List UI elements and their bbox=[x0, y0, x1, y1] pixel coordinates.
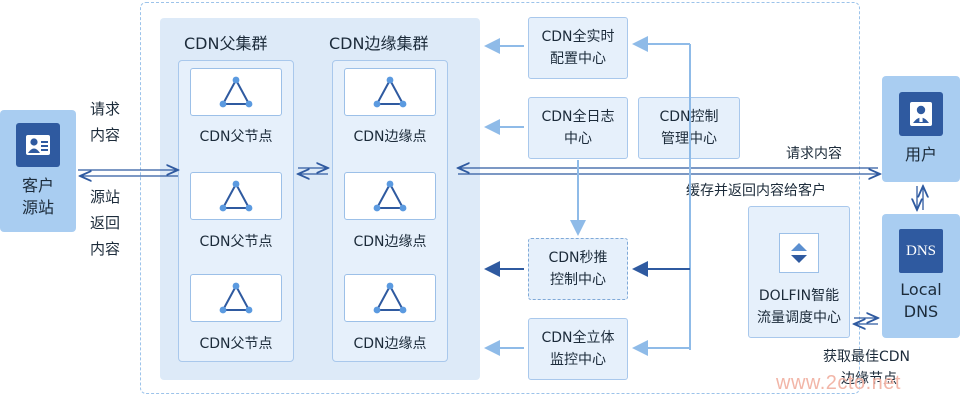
parent-node-2-icon bbox=[190, 172, 282, 220]
control-management-line1: CDN控制 bbox=[659, 109, 719, 125]
parent-node-1-icon bbox=[190, 68, 282, 116]
triangle-network-icon bbox=[373, 282, 407, 314]
second-push-line1: CDN秒推 bbox=[548, 250, 608, 266]
triangle-network-icon bbox=[373, 76, 407, 108]
edge-node-1-icon bbox=[344, 68, 436, 116]
request-left-line2: 内容 bbox=[90, 126, 121, 144]
return-left-line3: 内容 bbox=[90, 240, 121, 258]
parent-node-2-label: CDN父节点 bbox=[199, 234, 273, 250]
edge-node-2-label: CDN边缘点 bbox=[353, 234, 427, 250]
second-push-line2: 控制中心 bbox=[550, 272, 606, 288]
request-left-line1: 请求 bbox=[90, 100, 121, 118]
edge-node-1-label: CDN边缘点 bbox=[353, 129, 427, 145]
triangle-network-icon bbox=[219, 282, 253, 314]
edge-node-3-icon bbox=[344, 274, 436, 322]
server-card-icon bbox=[16, 123, 60, 167]
stereo-monitor-line1: CDN全立体 bbox=[541, 330, 615, 346]
local-dns-line1: Local bbox=[900, 280, 942, 299]
system-boundary bbox=[140, 2, 860, 394]
full-log-center: CDN全日志中心 bbox=[528, 97, 628, 159]
return-left-line1: 源站 bbox=[90, 188, 121, 206]
best-node-line2: 边缘节点 bbox=[841, 371, 897, 387]
dolfin-scheduling-center: DOLFIN智能 流量调度中心 bbox=[748, 206, 850, 338]
realtime-config-line1: CDN全实时 bbox=[541, 29, 615, 45]
return-left-line2: 返回 bbox=[90, 214, 121, 232]
up-down-icon bbox=[779, 233, 819, 273]
user-label: 用户 bbox=[904, 145, 937, 164]
stereo-monitor-center: CDN全立体监控中心 bbox=[528, 318, 628, 380]
parent-node-3-icon bbox=[190, 274, 282, 322]
triangle-network-icon bbox=[219, 76, 253, 108]
edge-node-3-label: CDN边缘点 bbox=[353, 336, 427, 352]
edge-node-2-icon bbox=[344, 172, 436, 220]
full-log-line1: CDN全日志 bbox=[541, 109, 615, 125]
realtime-config-center: CDN全实时配置中心 bbox=[528, 17, 628, 79]
dns-icon: DNS bbox=[899, 229, 943, 273]
triangle-network-icon bbox=[219, 180, 253, 212]
user-badge-icon bbox=[899, 92, 943, 136]
user-node: 用户 bbox=[882, 76, 960, 182]
customer-origin: 客户 源站 bbox=[0, 110, 76, 232]
request-right-label: 请求内容 bbox=[786, 146, 842, 162]
watermark: www.2cto.net bbox=[776, 372, 901, 394]
dolfin-line2: 流量调度中心 bbox=[757, 310, 841, 326]
stereo-monitor-line2: 监控中心 bbox=[550, 352, 606, 368]
dolfin-line1: DOLFIN智能 bbox=[758, 288, 840, 304]
realtime-config-line2: 配置中心 bbox=[550, 51, 606, 67]
control-management-center: CDN控制管理中心 bbox=[638, 97, 740, 159]
parent-node-1-label: CDN父节点 bbox=[199, 129, 273, 145]
best-node-line1: 获取最佳CDN bbox=[823, 349, 911, 365]
customer-origin-line1: 客户 bbox=[21, 176, 54, 195]
cache-return-label: 缓存并返回内容给客户 bbox=[686, 183, 826, 199]
parent-cluster-title: CDN父集群 bbox=[184, 34, 268, 53]
full-log-line2: 中心 bbox=[564, 131, 592, 147]
local-dns-line2: DNS bbox=[903, 302, 939, 321]
local-dns: DNS Local DNS bbox=[882, 214, 960, 338]
parent-node-3-label: CDN父节点 bbox=[199, 336, 273, 352]
control-management-line2: 管理中心 bbox=[661, 131, 717, 147]
triangle-network-icon bbox=[373, 180, 407, 212]
edge-cluster-title: CDN边缘集群 bbox=[329, 34, 429, 53]
customer-origin-line2: 源站 bbox=[21, 198, 54, 217]
second-push-control-center: CDN秒推控制中心 bbox=[528, 238, 628, 300]
